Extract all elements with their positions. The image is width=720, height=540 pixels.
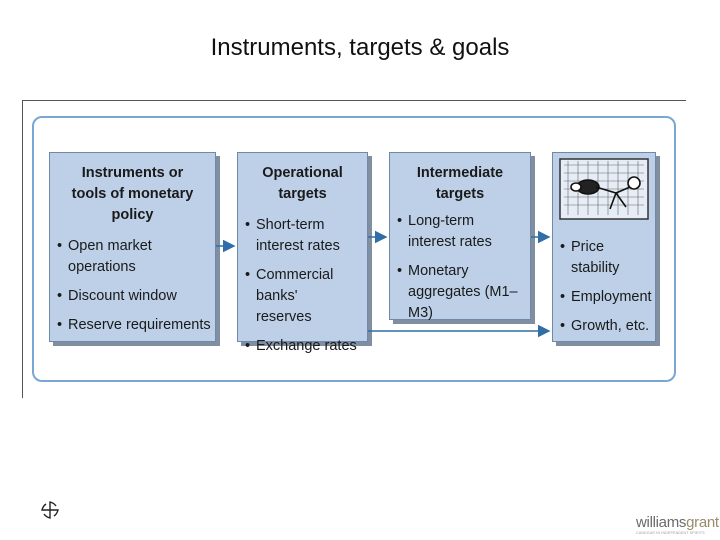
item-label: Exchange rates bbox=[256, 338, 357, 354]
item-label: Monetary aggregates (M1–M3) bbox=[408, 263, 518, 321]
bullet: • bbox=[245, 338, 251, 354]
list-item: • Discount window bbox=[50, 286, 215, 307]
item-label: Long-term interest rates bbox=[408, 213, 492, 250]
item-label: Short-term interest rates bbox=[256, 217, 340, 254]
logo-accent: grant bbox=[686, 514, 719, 531]
bullet: • bbox=[560, 239, 566, 255]
bullet: • bbox=[560, 318, 566, 334]
logo-wordmark: williamsgrant bbox=[636, 514, 719, 531]
operational-targets-heading: Operational targets bbox=[262, 165, 343, 202]
bullet: • bbox=[57, 317, 63, 333]
list-item: • Reserve requirements bbox=[50, 315, 215, 336]
list-item: • Exchange rates bbox=[238, 336, 367, 357]
list-item: • Commercial banks' reserves bbox=[238, 265, 367, 328]
item-label: Reserve requirements bbox=[68, 317, 211, 333]
list-item: • Monetary aggregates (M1–M3) bbox=[390, 261, 530, 324]
bullet: • bbox=[245, 267, 251, 283]
list-item: • Employment bbox=[553, 287, 655, 308]
instruments-heading: Instruments or tools of monetary policy bbox=[71, 165, 194, 223]
list-item: • Open market operations bbox=[50, 236, 215, 278]
bullet: • bbox=[245, 217, 251, 233]
bullet: • bbox=[560, 289, 566, 305]
bullet: • bbox=[57, 288, 63, 304]
list-item: • Short-term interest rates bbox=[238, 215, 367, 257]
intermediate-targets-heading: Intermediate targets bbox=[416, 165, 504, 202]
intermediate-targets-list: • Long-term interest rates • Monetary aggr… bbox=[390, 211, 530, 324]
item-label: Employment bbox=[571, 289, 652, 305]
item-label: Price stability bbox=[571, 239, 620, 276]
top-rule bbox=[22, 100, 686, 101]
instruments-list: • Open market operations • Discount window… bbox=[50, 236, 215, 336]
bullet: • bbox=[57, 238, 63, 254]
williams-grant-logo: williamsgrant CANDOUR IN INDEPENDENT SPI… bbox=[636, 514, 719, 537]
instruments-box: Instruments or tools of monetary policy … bbox=[49, 152, 216, 342]
slide-title: Instruments, targets & goals bbox=[210, 34, 510, 61]
item-label: Commercial banks' reserves bbox=[256, 267, 334, 325]
operational-targets-list: • Short-term interest rates • Commercial b… bbox=[238, 215, 367, 357]
list-item: • Price stability bbox=[553, 237, 655, 279]
goals-box: • Price stability • Employment • Growth, et… bbox=[552, 152, 656, 342]
list-item: • Growth, etc. bbox=[553, 316, 655, 337]
item-label: Open market operations bbox=[68, 238, 152, 275]
left-rule bbox=[22, 100, 23, 398]
logo-tagline: CANDOUR IN INDEPENDENT SPIRITS bbox=[636, 531, 705, 535]
spiral-icon bbox=[41, 501, 59, 519]
item-label: Growth, etc. bbox=[571, 318, 650, 334]
item-label: Discount window bbox=[68, 288, 177, 304]
goalkeeper-illustration bbox=[559, 158, 649, 220]
goals-list: • Price stability • Employment • Growth, et… bbox=[553, 237, 655, 337]
list-item: • Long-term interest rates bbox=[390, 211, 530, 253]
intermediate-targets-box: Intermediate targets • Long-term interest… bbox=[389, 152, 531, 321]
operational-targets-box: Operational targets • Short-term interest… bbox=[237, 152, 368, 354]
bullet: • bbox=[397, 263, 403, 279]
bullet: • bbox=[397, 213, 403, 229]
logo-main: williams bbox=[636, 514, 687, 531]
